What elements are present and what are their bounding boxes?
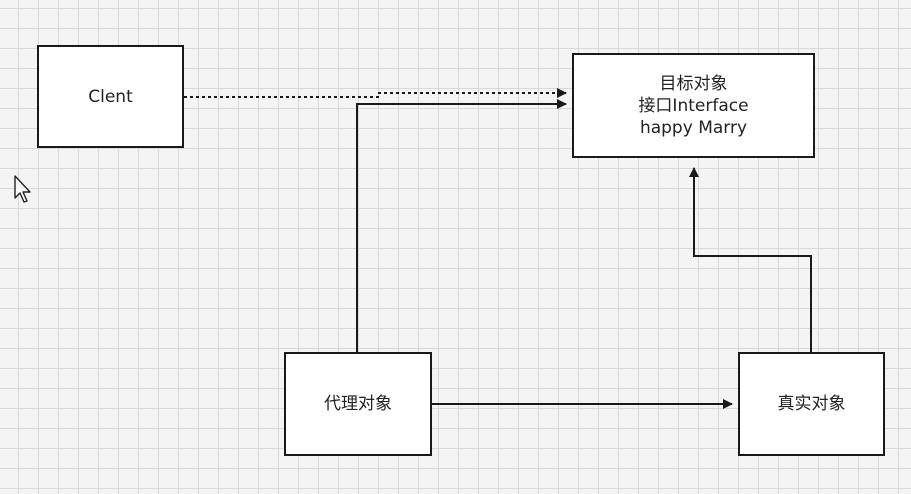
proxy-label: 代理对象 (324, 394, 392, 414)
client-node[interactable]: Clent (37, 45, 184, 148)
dotted-connector-client-to-target (184, 88, 567, 98)
client-label: Clent (88, 86, 133, 107)
connector-real-to-target (689, 167, 812, 352)
connector-proxy-to-target (356, 99, 567, 352)
real-label: 真实对象 (777, 394, 846, 414)
real-node[interactable]: 真实对象 (738, 352, 885, 456)
target-label-line-3: happy Marry (639, 117, 748, 138)
target-label-line-1: 目标对象 (659, 73, 728, 94)
mouse-cursor-icon (14, 175, 31, 203)
target-label-line-2: 接口Interface (638, 95, 749, 116)
proxy-node[interactable]: 代理对象 (284, 352, 432, 456)
target-node[interactable]: 目标对象 接口Interface happy Marry (572, 53, 815, 158)
